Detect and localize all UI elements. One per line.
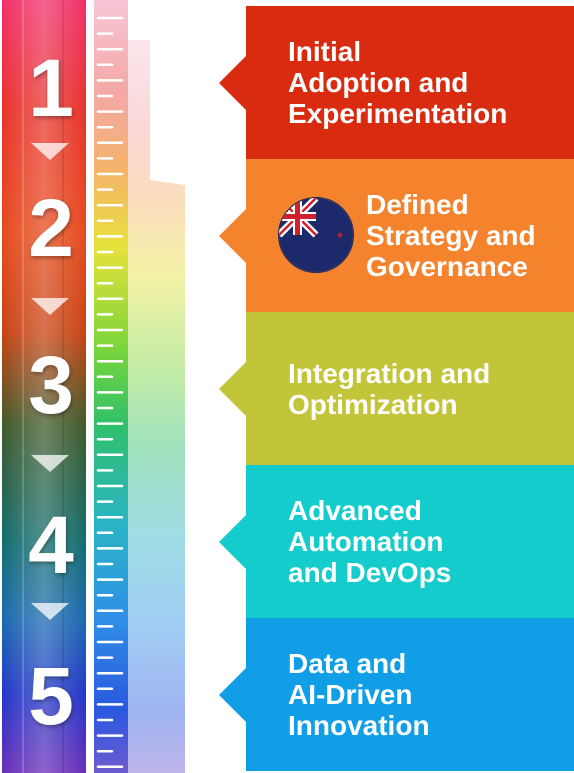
spectrum-gauge: 1 2 3 4 5: [0, 0, 250, 773]
pointer-notch: [219, 513, 247, 570]
stage-number-2: 2: [28, 183, 74, 274]
spectrum-gauge-icon: [2, 0, 185, 773]
down-arrow-icon: [31, 143, 69, 160]
down-arrow-icon: [31, 298, 69, 315]
stage-label-2: Defined Strategy and Governance: [366, 189, 536, 282]
stage-panel-5: Data and AI-Driven Innovation: [219, 618, 574, 771]
svg-text:★: ★: [336, 231, 344, 241]
stage-number-3: 3: [28, 340, 74, 431]
stage-number-4: 4: [28, 500, 74, 591]
pointer-notch: [219, 666, 247, 723]
down-arrow-icon: [31, 603, 69, 620]
stage-label-3: Integration and Optimization: [288, 357, 491, 420]
down-arrow-icon: [31, 455, 69, 472]
stage-label-1: Initial Adoption and Experimentation: [288, 36, 508, 129]
stage-label-5: Data and AI-Driven Innovation: [288, 648, 430, 741]
stage-panel-3: Integration and Optimization: [219, 312, 574, 465]
pointer-notch: [219, 207, 247, 264]
stage-panel-4: Advanced Automation and DevOps: [219, 465, 574, 618]
stage-panel-2: ★ Defined Strategy and Governance: [219, 159, 574, 312]
new-zealand-flag-icon: ★: [278, 197, 354, 273]
pointer-notch: [219, 54, 247, 111]
stage-panel-1: Initial Adoption and Experimentation: [219, 6, 574, 159]
stage-number-5: 5: [28, 651, 74, 742]
stage-label-4: Advanced Automation and DevOps: [288, 495, 452, 588]
pointer-notch: [219, 360, 247, 417]
stage-number-1: 1: [28, 43, 74, 134]
